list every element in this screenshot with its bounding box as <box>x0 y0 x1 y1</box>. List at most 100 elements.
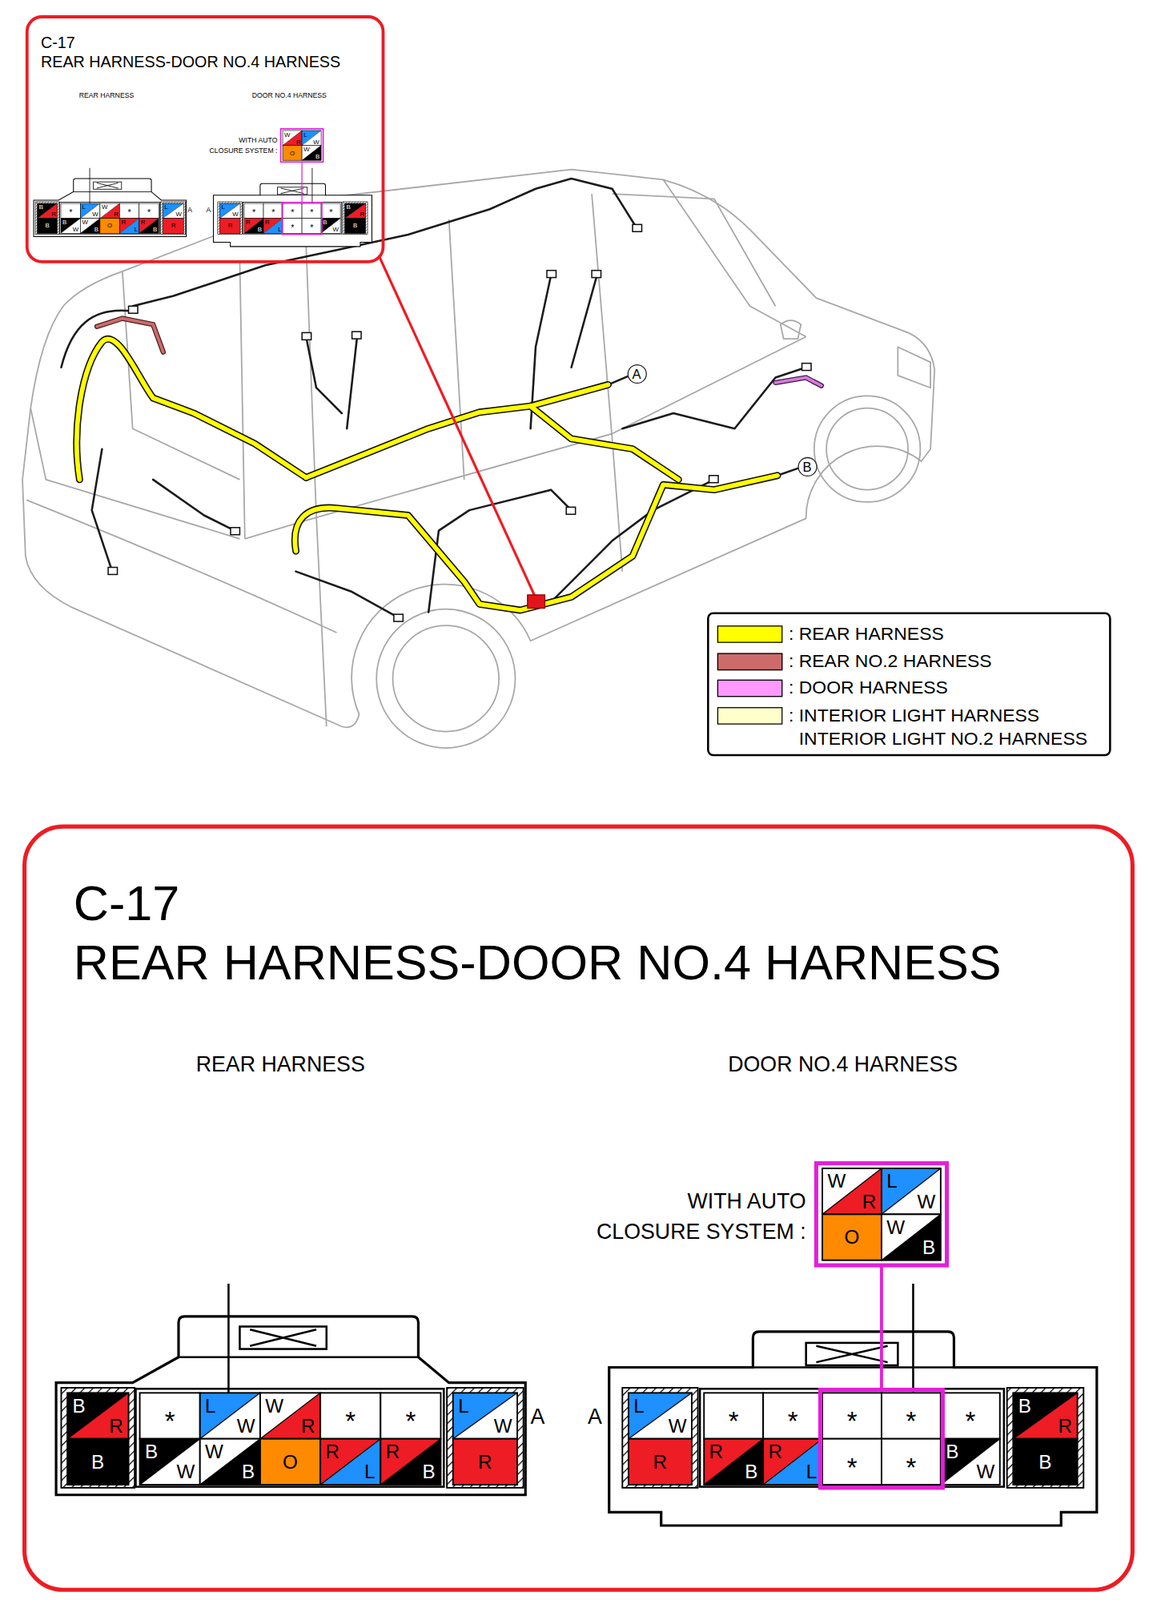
unused-pin: * <box>290 223 294 233</box>
terminal-cell <box>940 1392 1001 1439</box>
terminal-cell <box>200 1392 261 1439</box>
wire-harness <box>296 571 398 618</box>
terminal-cell <box>301 218 322 234</box>
wire-color: L <box>806 1462 817 1482</box>
harness-name: DOOR NO.4 HARNESS <box>727 1052 958 1074</box>
wire-color: B <box>744 1462 758 1482</box>
wire-color: W <box>237 1416 256 1436</box>
harness-end-mark: A <box>626 363 647 383</box>
wire-harness <box>346 337 358 430</box>
highlight-frame <box>281 128 324 162</box>
terminal-cell <box>881 1438 941 1485</box>
end-block <box>1007 1387 1085 1488</box>
rear-harness <box>294 475 778 611</box>
harness-connector <box>709 475 719 483</box>
wire-harness <box>152 479 235 531</box>
terminal-cell <box>940 1392 1001 1439</box>
terminal-cell <box>244 218 264 234</box>
body-line <box>305 245 326 727</box>
terminal-cell <box>822 1392 882 1439</box>
terminal-cell <box>80 203 100 219</box>
wire-color: R <box>51 211 57 218</box>
connector-code: C-17 <box>73 874 1085 933</box>
body-line <box>662 179 806 337</box>
terminal-cell <box>219 218 241 234</box>
connector-title: REAR HARNESS-DOOR NO.4 HARNESS <box>73 932 1085 992</box>
terminal-cell <box>703 1438 764 1485</box>
lock-latch <box>277 187 307 195</box>
wire-color: R <box>228 222 234 229</box>
wire-color: R <box>113 211 119 218</box>
terminal-cell <box>1012 1392 1077 1439</box>
terminal-cell <box>37 203 58 219</box>
wire-color: W <box>886 1217 905 1237</box>
wire-harness <box>92 449 113 572</box>
terminal-cell <box>200 1438 261 1485</box>
wire-color: W <box>101 204 108 211</box>
terminal-cell <box>703 1438 764 1485</box>
terminal-cell <box>67 1392 129 1439</box>
terminal-cell <box>822 1213 882 1260</box>
terminal-cell <box>140 1438 201 1485</box>
unused-pin: * <box>68 208 73 217</box>
terminal-cell <box>162 218 184 234</box>
wire-color: W <box>176 1462 195 1482</box>
lock-latch <box>96 182 119 189</box>
connector-code: C-17 <box>40 33 370 53</box>
terminal-cell <box>301 145 322 161</box>
terminal-cell <box>282 145 302 161</box>
harness-name: DOOR NO.4 HARNESS <box>252 92 327 101</box>
terminal-cell <box>67 1438 129 1485</box>
terminal-cell <box>60 203 81 219</box>
wire-color: R <box>108 1416 124 1436</box>
connector-housing <box>609 1331 1097 1526</box>
terminal-cell <box>139 203 159 219</box>
wire-color: R <box>296 138 302 145</box>
terminal-cell <box>67 1392 129 1439</box>
terminal-cell <box>881 1213 941 1260</box>
body-line <box>239 260 245 539</box>
terminal-cell <box>80 218 100 234</box>
terminal-cell <box>628 1392 692 1439</box>
wire-color: B <box>1018 1395 1032 1415</box>
terminal-cell <box>37 203 58 219</box>
terminal-cell <box>140 1392 201 1439</box>
terminal-cell <box>1012 1438 1077 1485</box>
terminal-cell <box>822 1168 882 1214</box>
terminal-cell <box>763 1438 823 1485</box>
mirror <box>780 320 801 339</box>
harness-connector <box>301 332 311 340</box>
connector-code: B <box>802 459 812 474</box>
terminal-cell <box>80 218 100 234</box>
wire-harness <box>428 490 571 613</box>
unused-pin: * <box>847 1453 858 1480</box>
terminal-cell <box>1012 1392 1077 1439</box>
wire-color: B <box>39 204 44 211</box>
terminal-cell <box>822 1392 882 1439</box>
wire-color: B <box>353 222 358 229</box>
wire-color: W <box>976 1462 995 1482</box>
pointer-line <box>227 1283 230 1403</box>
terminal-cell <box>822 1168 882 1214</box>
terminal-cell <box>100 203 120 219</box>
terminal-cell <box>345 203 366 219</box>
terminal-cell <box>37 203 58 219</box>
connector-housing <box>213 183 373 247</box>
wire-color: B <box>72 1395 85 1415</box>
terminal-cell <box>260 1392 321 1439</box>
side-mark: A <box>187 207 193 215</box>
wire-color: W <box>81 219 88 226</box>
legend-row: : DOOR HARNESS <box>715 676 1103 702</box>
terminal-cell <box>119 218 139 234</box>
terminal-cell <box>320 1438 381 1485</box>
terminal-cell <box>1012 1392 1077 1439</box>
legend-row: : INTERIOR LIGHT HARNESS INTERIOR LIGHT … <box>715 703 1103 729</box>
terminal-cell <box>940 1438 1001 1485</box>
wire-color: W <box>204 1442 224 1462</box>
terminal-cell <box>244 203 264 219</box>
rear-no2-harness <box>96 318 164 353</box>
terminal-cell <box>321 218 341 234</box>
unused-pin: * <box>405 1407 417 1435</box>
end-block <box>35 201 60 235</box>
terminal-cell <box>244 218 264 234</box>
